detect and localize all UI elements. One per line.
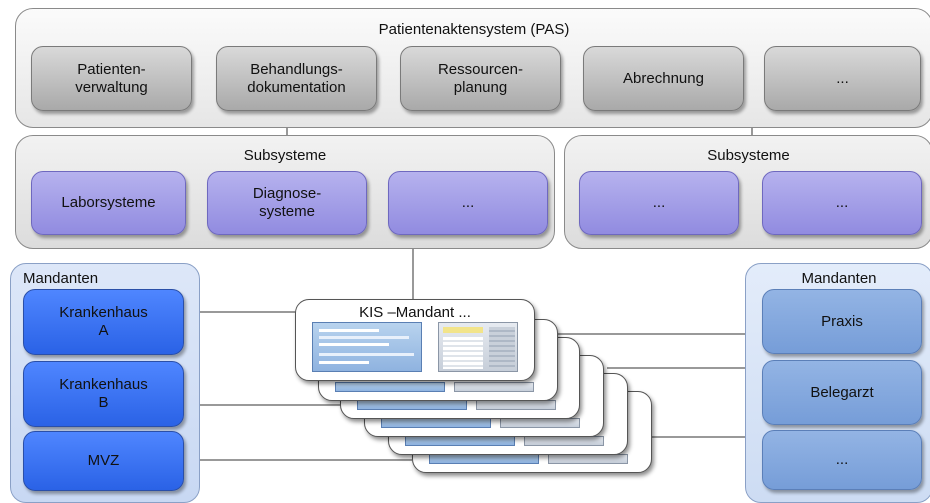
kis-screenshot-form <box>312 322 422 372</box>
mandanten-left-title: Mandanten <box>23 270 99 287</box>
mandant-krankenhaus-a[interactable]: Krankenhaus A <box>23 289 184 355</box>
kis-title: KIS –Mandant ... <box>359 304 471 321</box>
mandant-belegarzt[interactable]: Belegarzt <box>762 360 922 425</box>
subsystem-more[interactable]: ... <box>388 171 548 235</box>
mandant-praxis[interactable]: Praxis <box>762 289 922 354</box>
pas-title: Patientenaktensystem (PAS) <box>378 21 570 38</box>
mandant-more[interactable]: ... <box>762 430 922 490</box>
subsysteme-right-title: Subsysteme <box>707 147 790 164</box>
subsystem-laborsysteme[interactable]: Laborsysteme <box>31 171 186 235</box>
kis-card-front[interactable]: KIS –Mandant ... <box>295 299 535 381</box>
mandant-krankenhaus-b[interactable]: Krankenhaus B <box>23 361 184 427</box>
module-abrechnung[interactable]: Abrechnung <box>583 46 744 111</box>
module-patientenverwaltung[interactable]: Patienten- verwaltung <box>31 46 192 111</box>
module-more[interactable]: ... <box>764 46 921 111</box>
mandanten-right-title: Mandanten <box>801 270 877 287</box>
module-behandlungsdokumentation[interactable]: Behandlungs- dokumentation <box>216 46 377 111</box>
kis-screenshot-table <box>438 322 518 372</box>
module-ressourcenplanung[interactable]: Ressourcen- planung <box>400 46 561 111</box>
subsystem-right-more-1[interactable]: ... <box>579 171 739 235</box>
mandant-mvz[interactable]: MVZ <box>23 431 184 491</box>
subsystem-diagnosesysteme[interactable]: Diagnose- systeme <box>207 171 367 235</box>
subsystem-right-more-2[interactable]: ... <box>762 171 922 235</box>
subsysteme-left-title: Subsysteme <box>243 147 327 164</box>
